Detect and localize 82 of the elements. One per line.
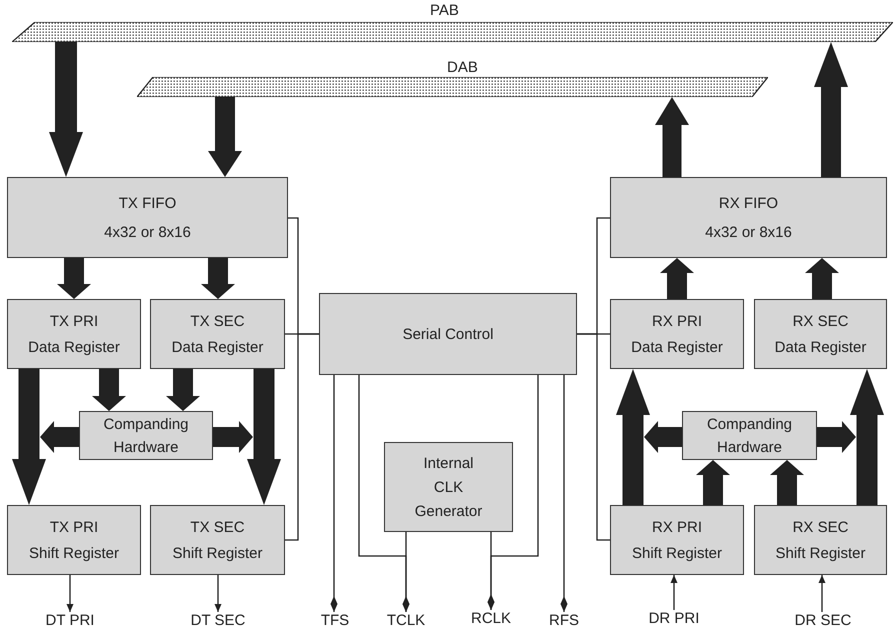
- data-flow-arrow: [213, 421, 253, 453]
- register-box: [610, 505, 744, 575]
- data-flow-arrow: [696, 460, 730, 505]
- control-line: [577, 333, 610, 541]
- block-title: RX SEC: [792, 312, 848, 330]
- block-title: RX FIFO: [718, 194, 778, 212]
- bus-label: PAB: [430, 2, 459, 20]
- data-flow-arrow: [12, 369, 46, 505]
- signal-arrow: [818, 575, 826, 612]
- signal-label: DR SEC: [790, 612, 856, 630]
- data-flow-arrow: [57, 258, 91, 299]
- data-flow-arrow: [805, 258, 839, 299]
- data-flow-arrow: [655, 97, 689, 177]
- signal-arrow: [66, 575, 74, 612]
- control-box: [319, 293, 577, 375]
- signal-label: DT SEC: [186, 612, 250, 630]
- signal-arrow: [670, 575, 678, 610]
- block-title: Serial Control: [402, 326, 494, 342]
- data-flow-arrow: [166, 369, 200, 411]
- data-flow-arrow: [616, 369, 650, 505]
- register-box: [7, 505, 141, 575]
- block-title: RX SEC: [792, 518, 848, 536]
- data-flow-arrow: [40, 421, 79, 453]
- signal-arrow: [488, 375, 539, 610]
- block-subtitle: Shift Register: [632, 544, 722, 562]
- block-subtitle: 4x32 or 8x16: [705, 224, 792, 240]
- block-subtitle: 4x32 or 8x16: [104, 224, 191, 240]
- signal-label: TCLK: [382, 612, 430, 630]
- block-title: TX FIFO: [118, 194, 176, 212]
- block-title: TX SEC: [190, 312, 245, 330]
- block-subtitle: Hardware: [113, 438, 179, 456]
- control-line: [285, 333, 319, 541]
- block-title: RX PRI: [652, 518, 702, 536]
- block-title: Companding: [706, 416, 792, 432]
- block-subtitle: Generator: [414, 502, 482, 520]
- data-flow-arrow: [817, 421, 856, 453]
- data-flow-arrow: [850, 369, 884, 505]
- signal-label: TFS: [316, 612, 354, 630]
- signal-arrow: [330, 375, 338, 612]
- register-box: [610, 299, 744, 369]
- block-title: TX PRI: [50, 312, 98, 330]
- fifo-box: [7, 177, 288, 258]
- block-title: RX PRI: [652, 312, 702, 330]
- block-subtitle: Shift Register: [28, 544, 120, 562]
- register-box: [7, 299, 141, 369]
- companding-box: [682, 411, 817, 460]
- block-subtitle: Shift Register: [775, 544, 866, 562]
- block-title: TX PRI: [50, 518, 98, 536]
- bus-label: DAB: [447, 59, 478, 77]
- companding-box: [79, 411, 213, 460]
- data-flow-arrow: [201, 258, 235, 299]
- data-flow-arrow: [814, 42, 848, 177]
- block-subtitle: CLK: [434, 478, 464, 496]
- block-subtitle: Data Register: [172, 338, 264, 356]
- block-subtitle: Data Register: [631, 338, 723, 356]
- block-title: TX SEC: [190, 518, 245, 536]
- fifo-box: [610, 177, 887, 258]
- data-flow-arrow: [660, 258, 694, 299]
- data-flow-arrow: [247, 369, 281, 505]
- block-title: Internal: [423, 454, 474, 472]
- signal-label: DR PRI: [643, 610, 705, 628]
- register-box: [754, 505, 887, 575]
- data-flow-arrow: [92, 369, 126, 411]
- block-subtitle: Data Register: [774, 338, 866, 356]
- register-box: [150, 299, 285, 369]
- signal-arrow: [560, 375, 568, 612]
- block-title: Companding: [103, 416, 189, 432]
- data-flow-arrow: [644, 421, 682, 453]
- signal-arrow: [214, 575, 222, 612]
- data-flow-arrow: [208, 97, 242, 177]
- block-subtitle: Data Register: [28, 338, 120, 356]
- block-subtitle: Hardware: [716, 438, 782, 456]
- data-flow-arrow: [49, 42, 83, 177]
- register-box: [754, 299, 887, 369]
- block-subtitle: Shift Register: [172, 544, 263, 562]
- signal-label: DT PRI: [40, 612, 100, 630]
- signal-arrow: [358, 375, 410, 612]
- generator-box: [384, 442, 513, 532]
- register-box: [150, 505, 285, 575]
- signal-label: RCLK: [466, 610, 516, 628]
- data-flow-arrow: [770, 460, 804, 505]
- signal-label: RFS: [544, 612, 584, 630]
